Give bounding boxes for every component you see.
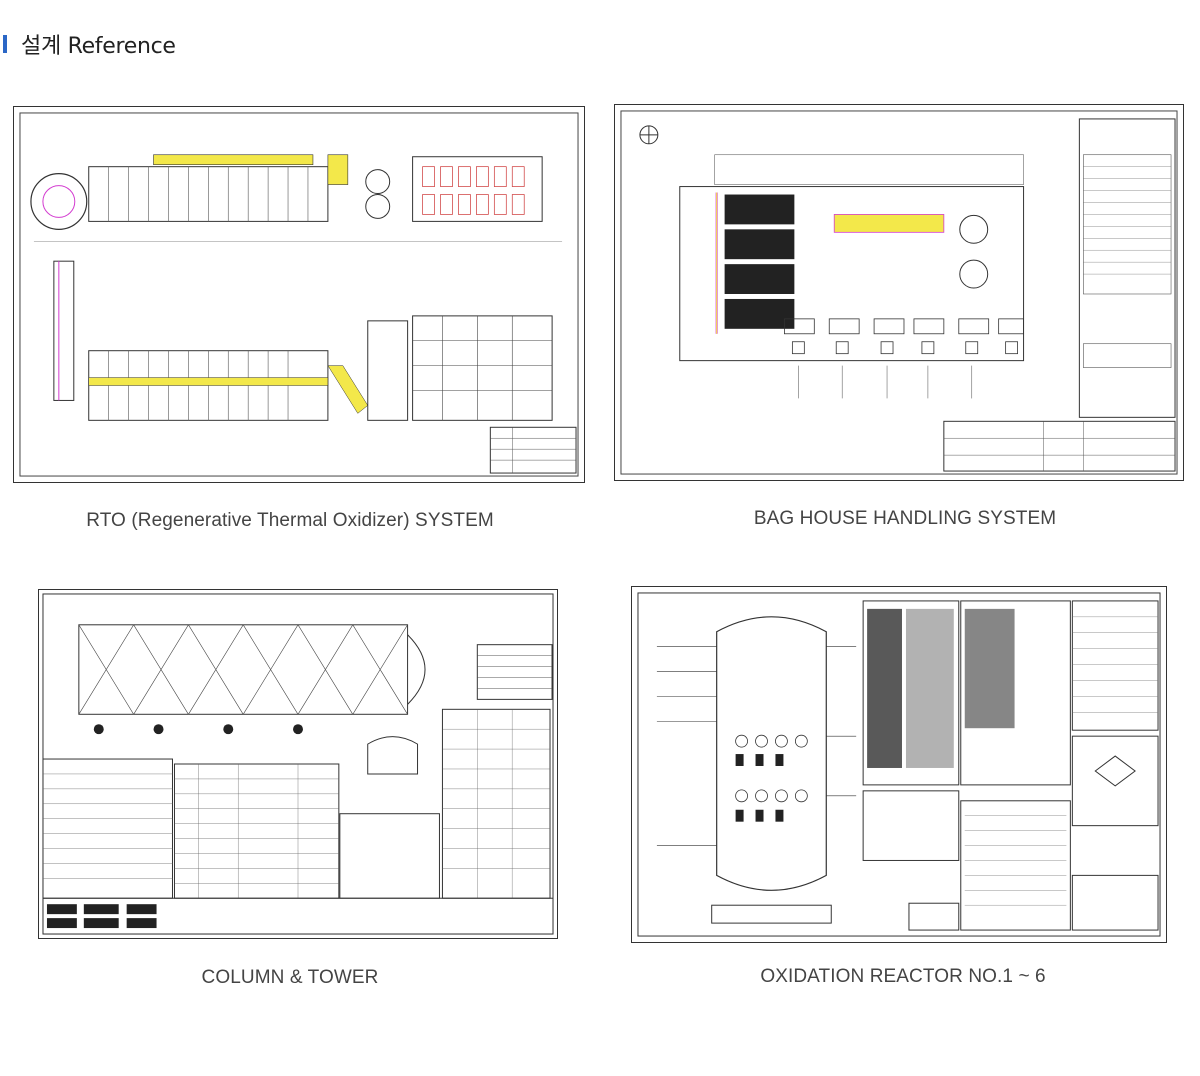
drawing-thumbnail-column-tower[interactable]: [38, 589, 558, 939]
drawing-card-bag-house[interactable]: BAG HOUSE HANDLING SYSTEM: [600, 100, 1200, 550]
column-tower-drawing-image: [42, 593, 554, 935]
drawing-caption-rto: RTO (Regenerative Thermal Oxidizer) SYST…: [86, 510, 494, 531]
drawing-thumbnail-bag-house[interactable]: [614, 104, 1184, 481]
drawing-card-column-tower[interactable]: COLUMN & TOWER: [0, 580, 600, 1020]
drawing-caption-oxidation-reactor: OXIDATION REACTOR NO.1 ~ 6: [760, 966, 1046, 987]
bag-house-drawing-image: [620, 110, 1178, 475]
drawing-thumbnail-rto[interactable]: [13, 106, 585, 483]
rto-drawing-image: [19, 112, 579, 477]
section-title: 설계 Reference: [21, 34, 176, 59]
drawing-card-rto[interactable]: RTO (Regenerative Thermal Oxidizer) SYST…: [0, 100, 600, 550]
drawing-card-oxidation-reactor[interactable]: OXIDATION REACTOR NO.1 ~ 6: [600, 580, 1200, 1020]
section-header: 설계 Reference: [0, 28, 176, 60]
drawing-caption-bag-house: BAG HOUSE HANDLING SYSTEM: [753, 508, 1057, 529]
section-accent-bar: [3, 35, 7, 53]
oxidation-reactor-drawing-image: [637, 592, 1161, 937]
drawing-thumbnail-oxidation-reactor[interactable]: [631, 586, 1167, 943]
drawing-caption-column-tower: COLUMN & TOWER: [201, 967, 379, 988]
